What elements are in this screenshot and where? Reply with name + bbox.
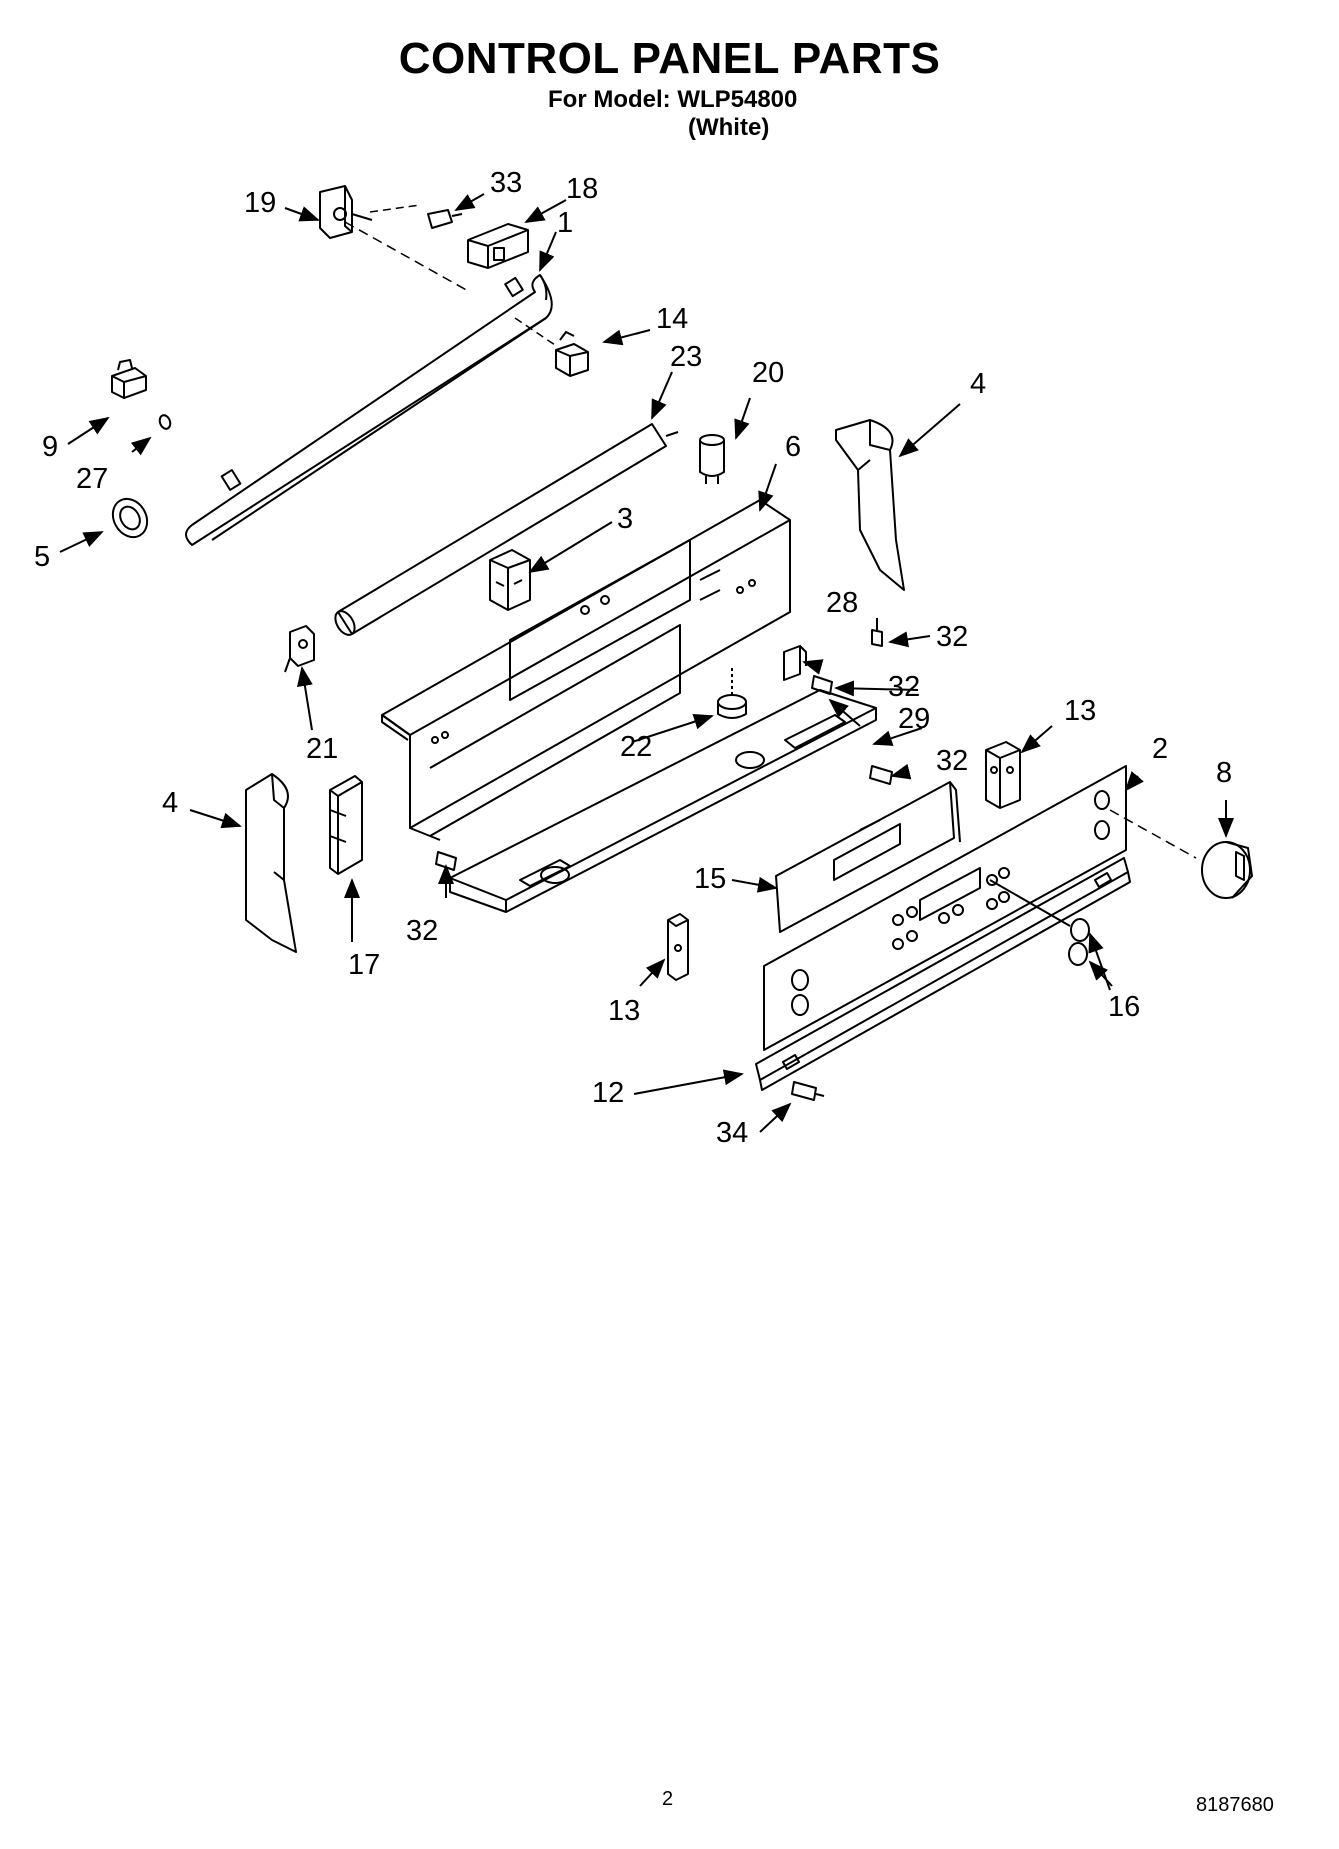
callout-34: 34: [716, 1117, 748, 1149]
callout-9: 9: [42, 431, 58, 463]
callout-19: 19: [244, 187, 276, 219]
callout-6: 6: [785, 431, 801, 463]
part-4-right-end-cap: [835, 419, 905, 591]
part-3-starter: [489, 549, 531, 611]
part-32-screw-right: [869, 765, 893, 785]
part-18-relay: [467, 223, 529, 269]
part-6-panel-frame: [381, 499, 791, 841]
callout-21: 21: [306, 733, 338, 765]
part-5-ring: [111, 497, 149, 539]
part-33-screw: [427, 209, 463, 229]
callout-4-left: 4: [162, 787, 178, 819]
part-9-connector: [111, 359, 147, 399]
part-8-knob: [1201, 841, 1253, 899]
callout-32-mid: 32: [888, 671, 920, 703]
part-32-screw-left: [435, 851, 457, 871]
callout-29: 29: [898, 703, 930, 735]
callout-16: 16: [1108, 991, 1140, 1023]
callout-15: 15: [694, 863, 726, 895]
part-12-trim-strip: [755, 857, 1131, 1091]
part-32-screw-mid: [811, 675, 833, 695]
part-1-rear-panel-cover: [185, 274, 553, 546]
callout-1: 1: [557, 207, 573, 239]
part-16-buttons: [989, 879, 1090, 966]
model-line: For Model: WLP54800: [548, 86, 798, 113]
callout-27: 27: [76, 463, 108, 495]
leader-lines: [59, 193, 1234, 1133]
part-34-screw: [791, 1081, 825, 1101]
callout-23: 23: [670, 341, 702, 373]
part-14-switch: [555, 331, 589, 377]
callout-12: 12: [592, 1077, 624, 1109]
part-13-right-clip: [985, 741, 1021, 809]
color-variant: (White): [688, 114, 770, 141]
part-29-bottom-tray: [449, 689, 877, 913]
callout-22: 22: [620, 731, 652, 763]
callout-4-right: 4: [970, 368, 986, 400]
callout-5: 5: [34, 541, 50, 573]
part-28-clip: [783, 645, 807, 681]
callout-labels: 19 33 18 1 14 23 20 4 6 9 27 5 3 28 32 3…: [34, 167, 1232, 1149]
callout-32-upper: 32: [936, 621, 968, 653]
callout-2: 2: [1152, 733, 1168, 765]
part-32-screw-upper: [871, 618, 883, 647]
part-21-bracket: [284, 625, 315, 673]
part-15-display-board: [775, 781, 961, 933]
callout-13-lower: 13: [608, 995, 640, 1027]
part-22-sensor: [717, 668, 747, 719]
callout-13-right: 13: [1064, 695, 1096, 727]
callout-14: 14: [656, 303, 688, 335]
part-19-switch: [319, 185, 373, 239]
page-title: CONTROL PANEL PARTS: [398, 34, 941, 83]
callout-3: 3: [617, 503, 633, 535]
part-27-ring: [158, 414, 172, 430]
part-17-harness: [329, 775, 363, 875]
callout-33: 33: [490, 167, 522, 199]
callout-17: 17: [348, 949, 380, 981]
part-23-lamp-tube: [334, 423, 679, 636]
callout-20: 20: [752, 357, 784, 389]
callout-28: 28: [826, 587, 858, 619]
part-13-lower-clip: [667, 913, 689, 981]
document-number: 8187680: [1196, 1794, 1274, 1816]
callout-32-left: 32: [406, 915, 438, 947]
part-2-control-panel: [763, 765, 1127, 1051]
part-4-left-end-cap: [245, 773, 297, 953]
callout-8: 8: [1216, 757, 1232, 789]
callout-32-right: 32: [936, 745, 968, 777]
part-20-capacitor: [699, 434, 725, 484]
page-number: 2: [662, 1788, 674, 1810]
callout-18: 18: [566, 173, 598, 205]
